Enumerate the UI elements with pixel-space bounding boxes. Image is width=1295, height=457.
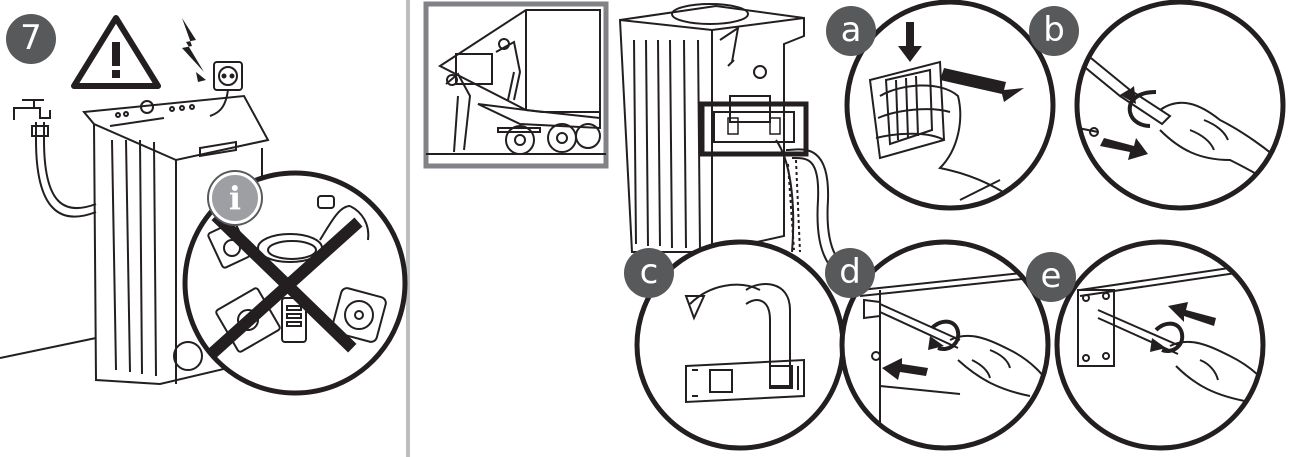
step-number-badge: 7: [6, 14, 56, 64]
wall-socket-icon: [209, 61, 243, 117]
step-e-panel: [1054, 239, 1266, 451]
transport-truck-illustration: [423, 1, 609, 169]
step-d-panel: [839, 239, 1051, 451]
info-icon: i: [209, 172, 261, 224]
step-b-panel: [1074, 0, 1286, 211]
step-e-badge: e: [1026, 252, 1076, 302]
lightning-icon: [182, 18, 206, 82]
transport-bracket-highlight: [699, 101, 809, 157]
step-a-badge: a: [826, 6, 876, 56]
drain-hose: [785, 148, 841, 267]
step-c-badge: c: [624, 248, 674, 298]
prohibited-cross-icon: [207, 211, 363, 359]
rotate-arrow-icon: [1127, 90, 1157, 128]
water-tap-icon: [13, 99, 97, 218]
step-d-badge: d: [825, 248, 875, 298]
step-a-panel: [844, 0, 1056, 211]
step-b-badge: b: [1029, 6, 1079, 56]
machine-back-view: [618, 3, 805, 253]
warning-triangle-icon: [71, 15, 161, 89]
prohibited-accessories: [182, 170, 408, 396]
